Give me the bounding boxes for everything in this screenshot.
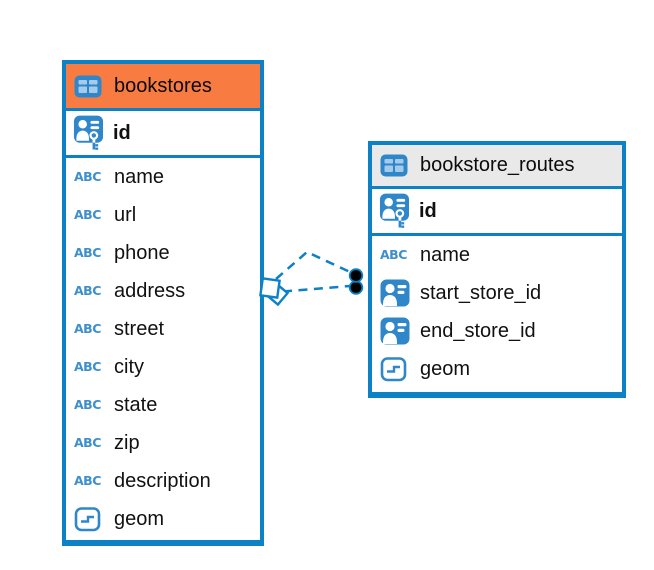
diamond-marker	[259, 277, 290, 307]
column-row-description[interactable]: ABC description	[66, 462, 260, 500]
column-row-id[interactable]: id	[66, 111, 260, 158]
text-type-icon: ABC	[74, 358, 101, 374]
column-name: phone	[114, 241, 170, 264]
column-row-end-store-id[interactable]: end_store_id	[372, 312, 622, 350]
column-row-city[interactable]: ABC city	[66, 348, 260, 386]
table-bookstore-routes-header[interactable]: bookstore_routes	[372, 145, 622, 189]
primary-key-icon	[73, 109, 104, 158]
relationship-line-lower[interactable]	[282, 284, 351, 293]
text-type-icon: ABC	[380, 246, 407, 262]
primary-key-icon	[379, 187, 410, 236]
column-row-state[interactable]: ABC state	[66, 386, 260, 424]
column-name: id	[113, 121, 131, 144]
column-name: city	[114, 355, 144, 378]
text-type-icon: ABC	[74, 168, 101, 184]
relationship-line-upper[interactable]	[275, 250, 351, 280]
column-name: name	[114, 165, 165, 188]
column-name: geom	[114, 507, 165, 530]
column-name: state	[114, 393, 158, 416]
column-name: description	[114, 469, 211, 492]
table-bookstores[interactable]: bookstores id ABC	[62, 60, 264, 546]
column-row-id[interactable]: id	[372, 189, 622, 236]
geometry-type-icon	[74, 506, 105, 532]
table-icon	[74, 75, 105, 98]
text-type-icon: ABC	[74, 244, 101, 260]
column-row-geom[interactable]: geom	[372, 350, 622, 388]
column-name: url	[114, 203, 137, 226]
dot-markers	[348, 268, 364, 295]
column-row-name[interactable]: ABC name	[372, 236, 622, 274]
text-type-icon: ABC	[74, 472, 101, 488]
column-name: id	[419, 199, 437, 222]
column-name: street	[114, 317, 165, 340]
column-name: name	[420, 243, 471, 266]
table-name: bookstore_routes	[420, 154, 575, 176]
text-type-icon: ABC	[74, 206, 101, 222]
column-name: geom	[420, 357, 471, 380]
column-row-phone[interactable]: ABC phone	[66, 234, 260, 272]
table-bookstore-routes[interactable]: bookstore_routes id ABC	[368, 141, 626, 398]
table-bookstores-header[interactable]: bookstores	[66, 64, 260, 111]
column-row-url[interactable]: ABC url	[66, 196, 260, 234]
text-type-icon: ABC	[74, 396, 101, 412]
foreign-key-icon	[380, 317, 411, 345]
text-type-icon: ABC	[74, 282, 101, 298]
foreign-key-icon	[380, 279, 411, 307]
column-name: start_store_id	[420, 281, 542, 304]
column-row-start-store-id[interactable]: start_store_id	[372, 274, 622, 312]
text-type-icon: ABC	[74, 320, 101, 336]
column-row-address[interactable]: ABC address	[66, 272, 260, 310]
text-type-icon: ABC	[74, 434, 101, 450]
column-name: zip	[114, 431, 140, 454]
table-name: bookstores	[114, 74, 212, 97]
column-name: address	[114, 279, 186, 302]
column-row-geom[interactable]: geom	[66, 500, 260, 538]
geometry-type-icon	[380, 356, 411, 382]
column-row-zip[interactable]: ABC zip	[66, 424, 260, 462]
column-row-name[interactable]: ABC name	[66, 158, 260, 196]
table-icon	[380, 154, 411, 177]
column-row-street[interactable]: ABC street	[66, 310, 260, 348]
column-name: end_store_id	[420, 319, 536, 342]
